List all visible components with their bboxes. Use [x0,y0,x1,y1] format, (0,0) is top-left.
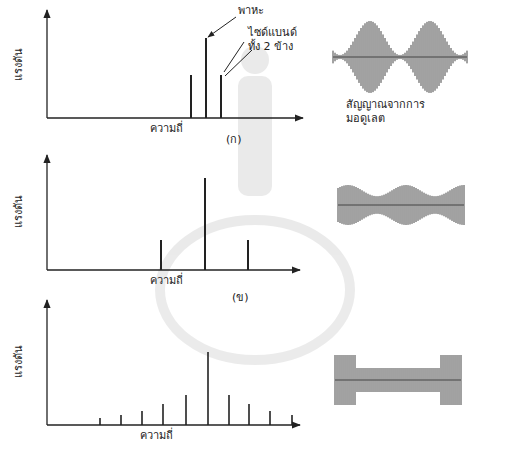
spectral-line [291,415,293,425]
spectral-line [185,395,187,425]
axes-c [47,300,300,425]
modulated-waveform-c [335,355,461,405]
modulated-waveform-a [333,21,467,93]
axis-label: ความถี่ [150,274,183,288]
spectral-line [99,418,101,425]
axis-label: ความถี่ [140,429,173,443]
figure-caption: (ข) [232,291,249,305]
figure-caption: (ก) [226,133,242,147]
watermark-logo [160,46,350,360]
spectral-lines-a [191,38,221,118]
spectral-line [269,411,271,425]
axis-label: ความถี่ [150,122,183,136]
waveform-axis [338,205,464,206]
spectral-line [207,352,209,425]
modulated-waveform-b [338,185,464,225]
axis-label: แรงดัน [12,195,26,228]
axes-b [47,155,300,270]
spectral-lines-b [161,178,248,270]
leader-lines-a [208,17,252,76]
axis-label: แรงดัน [12,48,26,81]
callout-label: พาหะ [238,4,264,18]
callout-label: ไซด์แบนด์ ทั้ง 2 ข้าง [248,26,310,54]
spectral-lines-c [100,352,292,425]
spectral-line [228,395,230,425]
axis-label: แรงดัน [12,345,26,378]
spectral-line [162,404,164,425]
waveform-axis [335,380,461,381]
waveform-axis [333,57,467,58]
spectral-line [120,415,122,425]
spectral-line [141,411,143,425]
spectral-line [248,404,250,425]
signal-caption: สัญญาณจากการ มอดูเลต [346,98,438,126]
